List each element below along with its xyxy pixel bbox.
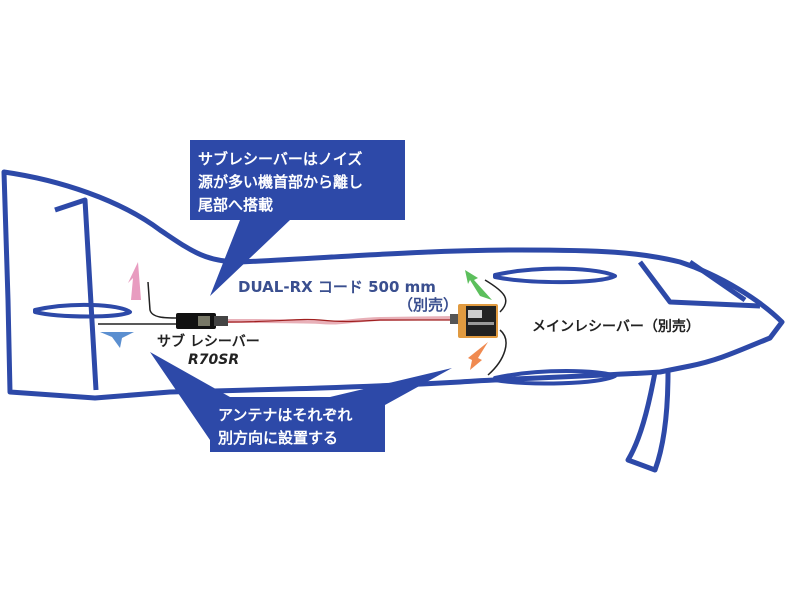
- sub-antenna-wire-top: [147, 281, 179, 319]
- cable-note: （別売）: [398, 296, 458, 314]
- callout-top-line-2: 源が多い機首部から離し: [198, 173, 363, 191]
- main-antenna-wire-top: [484, 279, 507, 313]
- cable-label: DUAL-RX コード 500 mm: [238, 278, 436, 296]
- callout-top-line-3: 尾部へ搭載: [198, 196, 273, 214]
- main-receiver-label: メインレシーバー（別売）: [532, 318, 700, 335]
- sub-receiver-device: [176, 313, 228, 329]
- dual-rx-cable: [227, 316, 456, 325]
- green-antenna-arrow-icon: [465, 270, 492, 300]
- airplane-outline: [1, 169, 785, 473]
- callout-top: サブレシーバーはノイズ 源が多い機首部から離し 尾部へ搭載: [190, 140, 405, 296]
- callout-bottom-line-2: 別方向に設置する: [217, 429, 338, 447]
- sub-receiver-model: R70SR: [188, 352, 239, 368]
- callout-top-line-1: サブレシーバーはノイズ: [198, 150, 362, 168]
- callout-bottom-line-1: アンテナはそれぞれ: [218, 406, 352, 424]
- blue-antenna-arrow-icon: [100, 332, 134, 348]
- main-antenna-wire-bottom: [487, 329, 507, 376]
- main-receiver-device: [450, 304, 498, 338]
- orange-antenna-arrow-icon: [468, 342, 488, 370]
- callout-bottom: アンテナはそれぞれ 別方向に設置する: [150, 352, 452, 452]
- pink-antenna-arrow-icon: [128, 262, 141, 300]
- sub-receiver-label: サブ レシーバー: [157, 333, 260, 350]
